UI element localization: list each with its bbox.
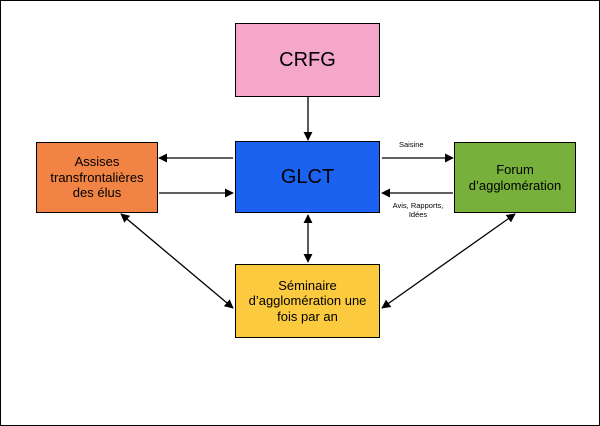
- node-assises-label: Assises transfrontalières des élus: [50, 154, 144, 201]
- node-seminaire-label: Séminaire d’agglomération une fois par a…: [248, 277, 367, 324]
- node-forum-label: Forum d’agglomération: [468, 161, 562, 193]
- node-assises: Assises transfrontalières des élus: [36, 142, 158, 213]
- arrow-assises-seminaire: [120, 213, 234, 309]
- edge-label-avis: Avis, Rapports, Idées: [392, 201, 444, 220]
- node-glct-label: GLCT: [280, 166, 335, 188]
- node-seminaire: Séminaire d’agglomération une fois par a…: [235, 264, 380, 338]
- arrow-forum-seminaire: [381, 213, 516, 309]
- edge-label-saisine: Saisine: [399, 140, 424, 149]
- node-glct: GLCT: [235, 141, 380, 213]
- node-crfg-label: CRFG: [279, 49, 336, 71]
- node-forum: Forum d’agglomération: [454, 142, 576, 213]
- node-crfg: CRFG: [235, 23, 380, 97]
